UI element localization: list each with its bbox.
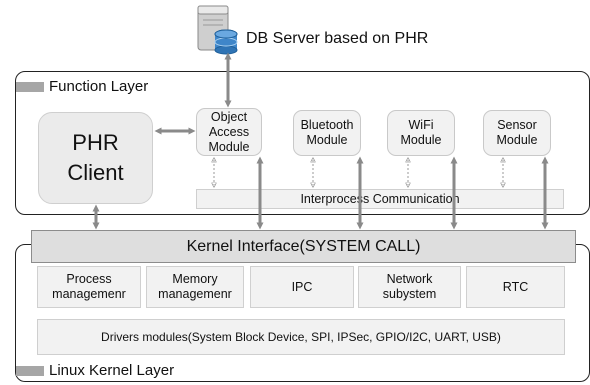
network-subsystem-box: Network subystem (358, 266, 461, 308)
function-layer-title: Function Layer (49, 78, 149, 95)
drivers-modules-box: Drivers modules(System Block Device, SPI… (37, 319, 565, 355)
linux-kernel-layer-tag (16, 366, 44, 376)
ipc-box: IPC (250, 266, 354, 308)
linux-kernel-layer-title: Linux Kernel Layer (49, 362, 175, 379)
bluetooth-module: Bluetooth Module (293, 110, 361, 156)
object-access-module: Object Access Module (196, 108, 262, 156)
db-server-label: DB Server based on PHR (246, 30, 429, 47)
phr-client-box: PHR Client (38, 112, 153, 204)
wifi-module: WiFi Module (387, 110, 455, 156)
rtc-box: RTC (466, 266, 565, 308)
interprocess-communication-bar: Interprocess Communication (196, 189, 564, 209)
memory-management-box: Memory managemenr (146, 266, 244, 308)
sensor-module: Sensor Module (483, 110, 551, 156)
function-layer-tag (16, 82, 44, 92)
kernel-interface-bar: Kernel Interface(SYSTEM CALL) (31, 230, 576, 263)
process-management-box: Process managemenr (37, 266, 141, 308)
